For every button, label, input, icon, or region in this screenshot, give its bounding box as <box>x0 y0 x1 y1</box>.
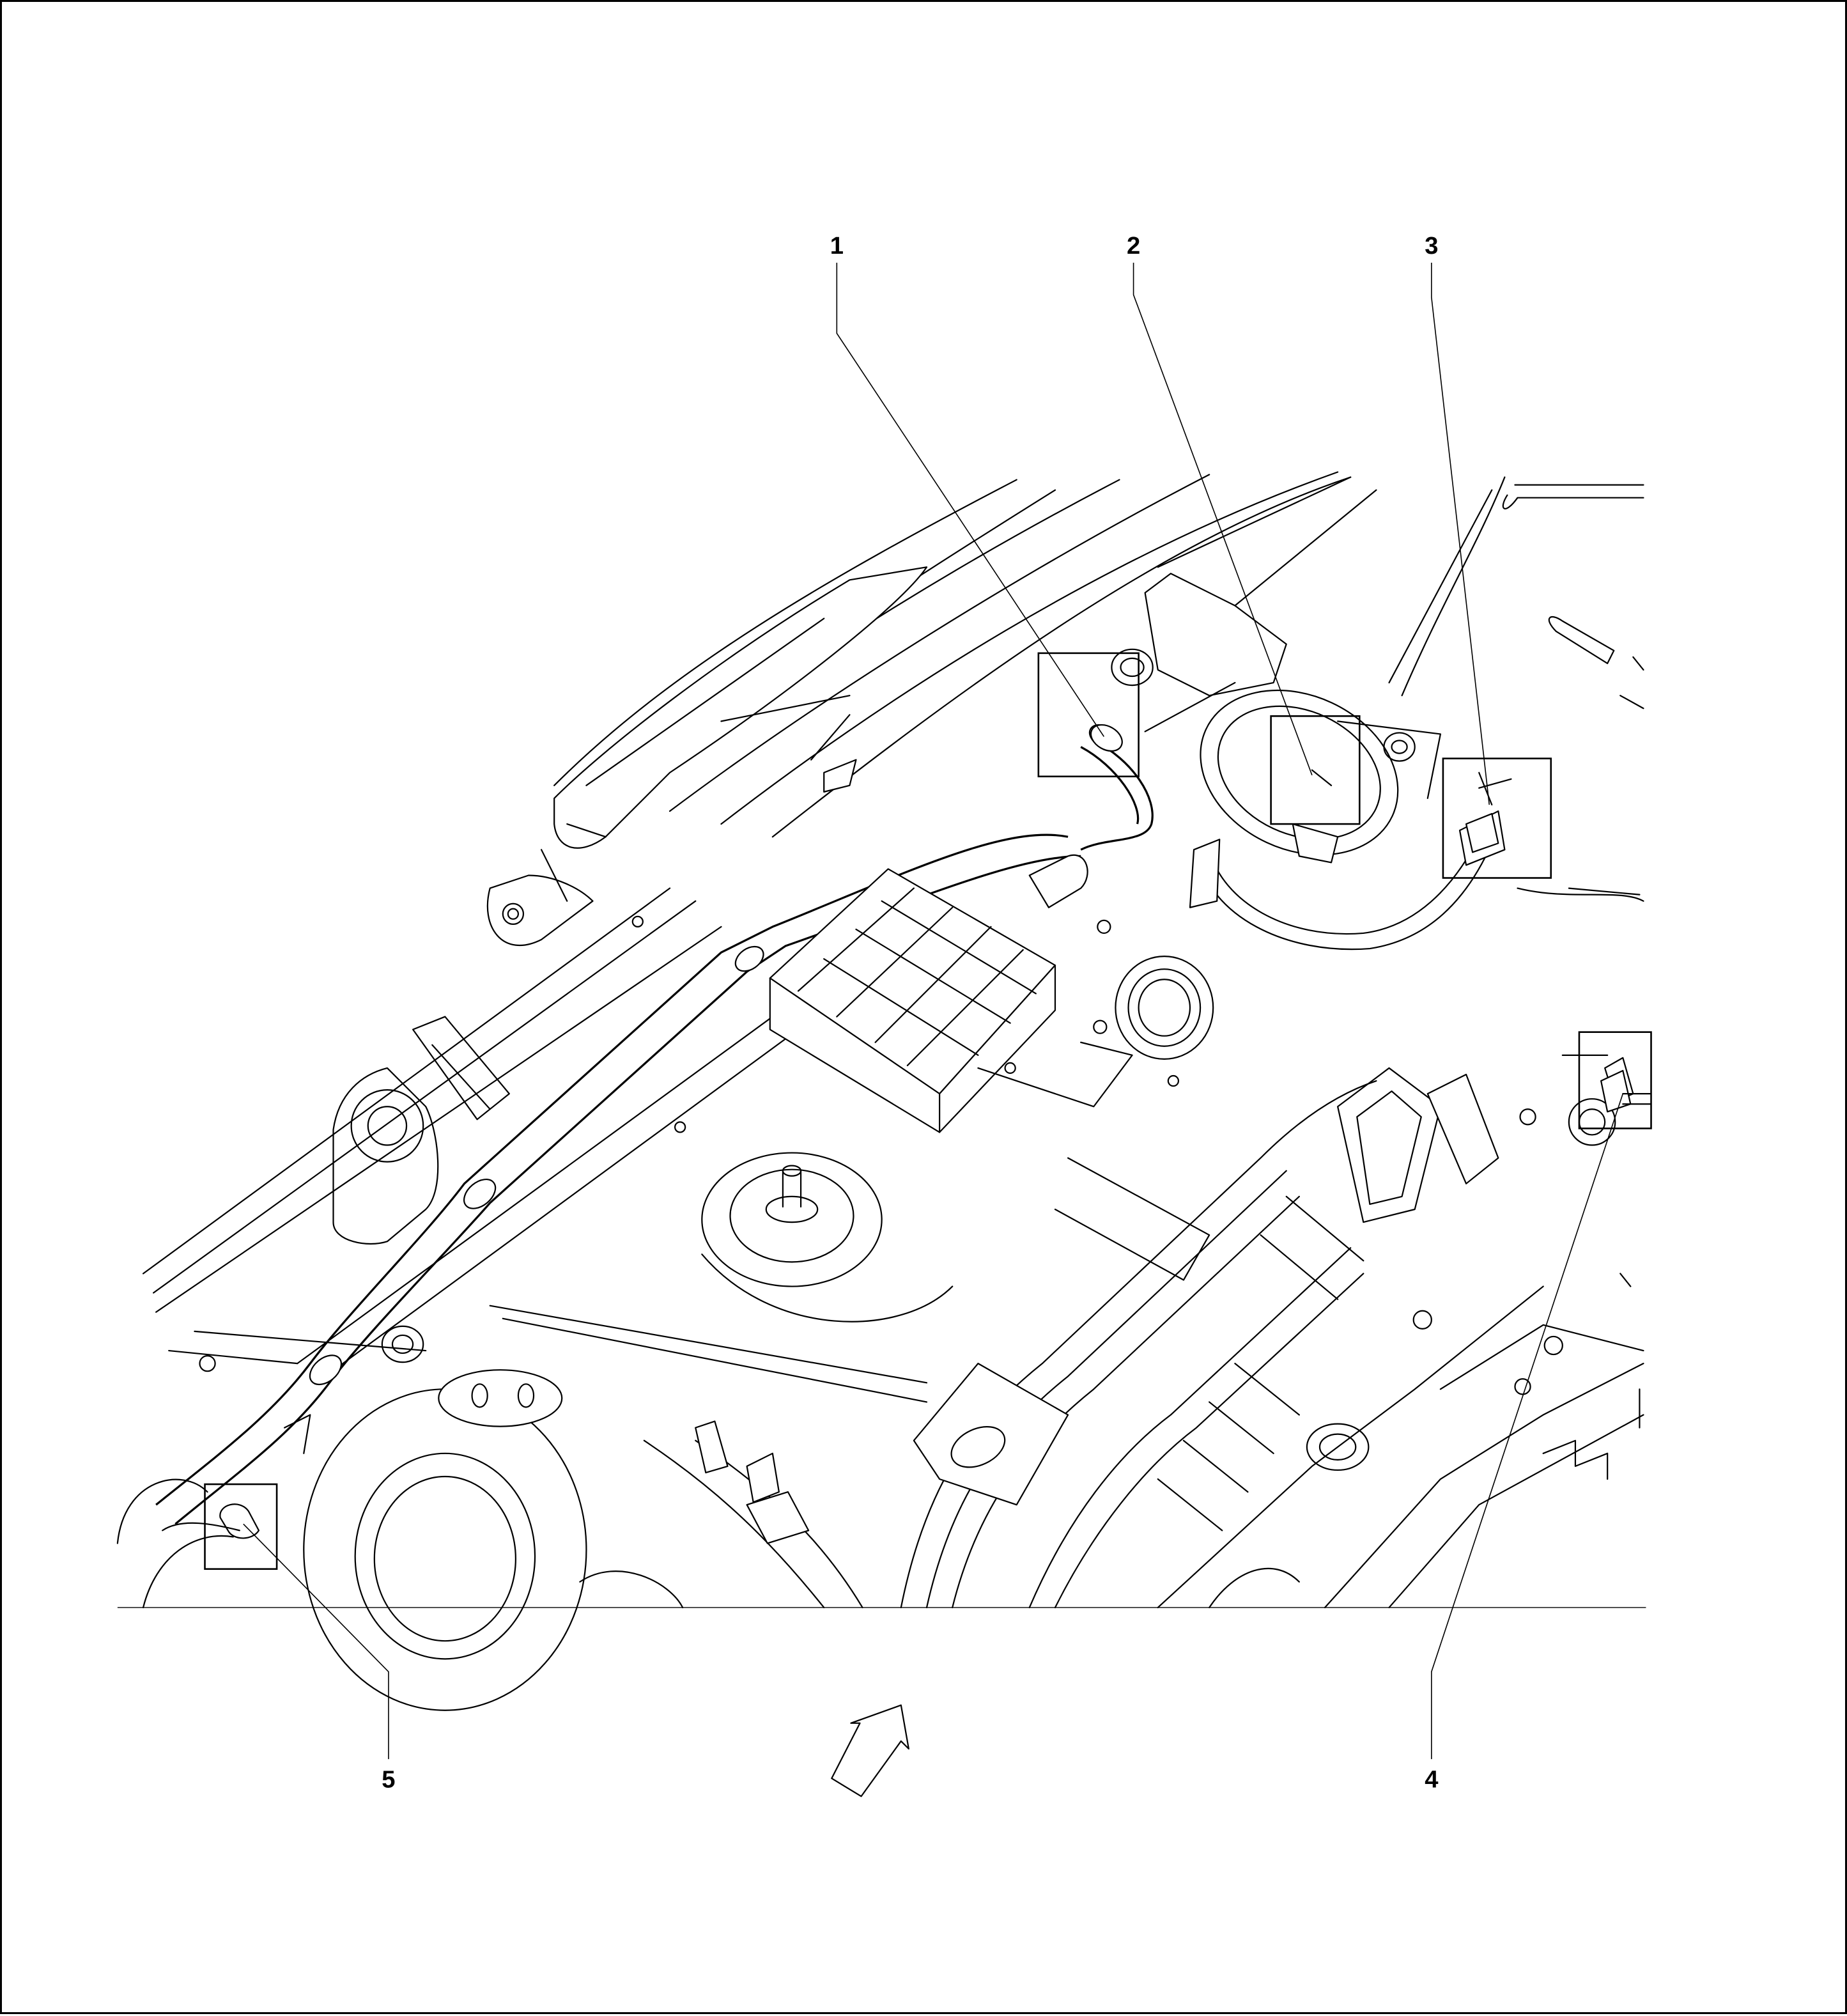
callout-labels: 1 2 3 4 5 <box>382 232 1439 1793</box>
leader-line-4 <box>1431 1093 1624 1760</box>
relay-box <box>769 854 1133 1133</box>
left-mount-bracket <box>486 849 644 947</box>
callout-box-4 <box>1578 1031 1652 1129</box>
cowl-panel-lines <box>553 471 1644 838</box>
left-harness-rail <box>142 887 928 1403</box>
callout-label-3: 3 <box>1425 232 1438 260</box>
wiring-harness-main <box>155 834 1081 1525</box>
upper-right-brackets <box>1111 573 1644 800</box>
callout-label-4: 4 <box>1425 1765 1439 1793</box>
wheel-arch-left <box>116 1325 863 1711</box>
leader-line-5 <box>243 1523 389 1760</box>
center-grommet <box>1093 919 1214 1087</box>
leader-line-2 <box>1132 262 1313 776</box>
callout-label-2: 2 <box>1127 232 1140 260</box>
reservoir-cap <box>1200 689 1399 864</box>
strut-top-mount <box>674 1121 954 1322</box>
callout-boxes <box>204 652 1652 1570</box>
forward-direction-arrow-icon <box>831 1704 909 1797</box>
leader-line-1 <box>836 262 1105 737</box>
callout-box-5 <box>204 1483 278 1570</box>
callout-label-1: 1 <box>830 232 844 260</box>
cowl-bracket <box>553 566 928 849</box>
callout-box-1 <box>1037 652 1140 778</box>
lower-inner-fender <box>900 1080 1644 1609</box>
leader-line-3 <box>1431 262 1490 805</box>
callout-box-3 <box>1442 757 1552 879</box>
leader-lines <box>243 262 1624 1760</box>
right-connectors <box>1337 887 1644 1223</box>
callout-box-2 <box>1270 715 1361 825</box>
callout-label-5: 5 <box>382 1765 395 1793</box>
